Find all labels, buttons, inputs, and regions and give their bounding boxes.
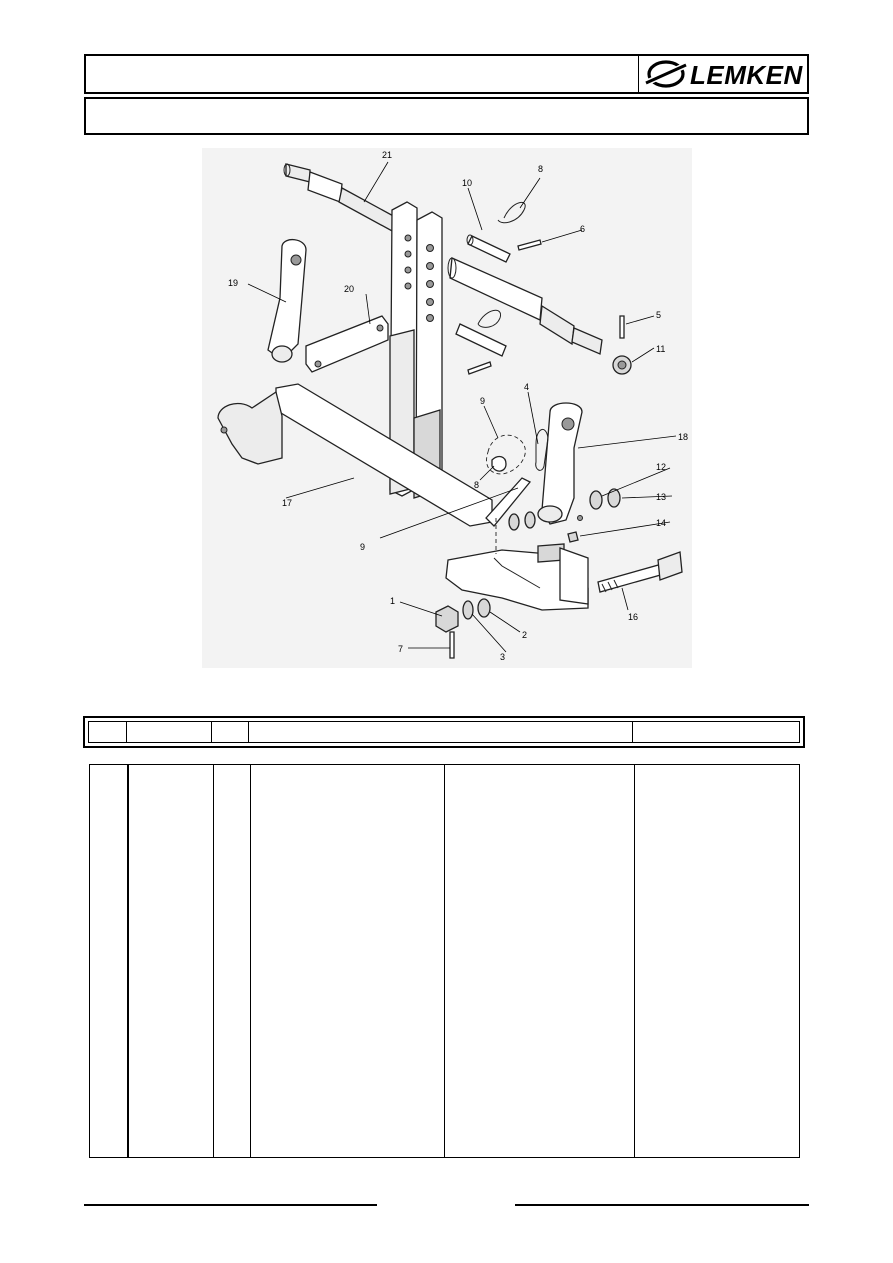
exploded-view-drawing: 21 10 8 6 5 11 20 19 9 4 18 12 13 14 17 …: [217, 150, 688, 662]
callout-14: 13: [656, 492, 666, 502]
part-13-washer: [589, 490, 603, 510]
lower-clip: [477, 309, 502, 328]
bushing-left: [508, 513, 520, 531]
part-4-hook: [535, 429, 549, 471]
callout-10: 9: [360, 542, 365, 552]
parts-table-header-inner: [88, 721, 800, 743]
body-col-divider-5: [634, 765, 635, 1157]
callout-13: 12: [656, 462, 666, 472]
upright-posts: [389, 201, 443, 499]
part-11-pin: [466, 234, 511, 263]
lemken-logo-icon: [645, 60, 687, 88]
part-8-linch-pin-top: [497, 202, 526, 224]
leader-lines: [247, 161, 677, 653]
callout-17: 17: [282, 498, 292, 508]
callout-21: 21: [382, 150, 392, 160]
callout-16: 16: [628, 612, 638, 622]
callout-9: 9: [480, 396, 485, 406]
parts-table-body: [89, 764, 800, 1158]
body-col-divider-3: [250, 765, 251, 1157]
part-19-arm: [267, 239, 307, 363]
callout-2: 2: [522, 630, 527, 640]
col-divider-4: [632, 722, 633, 742]
footer-line-right: [515, 1204, 809, 1206]
part-8-linch-pin-lower: [491, 455, 507, 472]
callout-8-lower: 8: [474, 480, 479, 490]
part-1-nut: [435, 605, 459, 633]
callout-numbers: 21 10 8 6 5 11 20 19 9 4 18 12 13 14 17 …: [228, 150, 688, 662]
header-divider: [638, 56, 639, 92]
body-col-divider-2: [213, 765, 214, 1157]
callout-18: 18: [678, 432, 688, 442]
part-3-washer: [462, 600, 474, 620]
crossbar-shaft: [447, 257, 603, 355]
callout-7: 7: [398, 644, 403, 654]
small-pin: [467, 361, 492, 375]
col-divider-3: [248, 722, 249, 742]
callout-5: 5: [656, 310, 661, 320]
callout-6: 6: [580, 224, 585, 234]
callout-12: 11: [656, 344, 665, 354]
bushing-right: [524, 511, 536, 529]
callout-8-top: 8: [538, 164, 543, 174]
callout-19: 19: [228, 278, 238, 288]
col-divider-2: [211, 722, 212, 742]
part-20-link: [305, 315, 389, 373]
lower-pin: [455, 323, 507, 357]
body-col-divider-4: [444, 765, 445, 1157]
part-7-split-pin: [449, 631, 455, 659]
callout-15: 14: [656, 518, 666, 528]
col-divider-1: [126, 722, 127, 742]
callout-4: 4: [524, 382, 529, 392]
brand-logo: LEMKEN: [640, 56, 807, 92]
callout-3: 3: [500, 652, 505, 662]
part-17-frame: [217, 383, 493, 527]
part-16-bolt: [597, 551, 683, 593]
callout-20: 20: [344, 284, 354, 294]
part-10-pin: [485, 477, 532, 527]
part-9-chain: [486, 434, 526, 475]
footer-line-left: [84, 1204, 377, 1206]
part-5-pin: [619, 315, 625, 339]
part-15-grease-nipple: [567, 531, 579, 543]
parts-diagram: 21 10 8 6 5 11 20 19 9 4 18 12 13 14 17 …: [202, 148, 692, 668]
brand-name: LEMKEN: [690, 60, 803, 90]
body-col-divider-1: [127, 765, 129, 1157]
part-21-shaft: [283, 163, 398, 233]
part-14-washer: [607, 488, 621, 508]
parts-table-header: [83, 716, 805, 748]
callout-1: 1: [390, 596, 395, 606]
callout-11: 10: [462, 178, 472, 188]
part-2-washer: [477, 598, 491, 618]
header-subtitle-box: [84, 97, 809, 135]
part-18-arm: [537, 402, 583, 525]
part-6-pin: [517, 239, 542, 251]
lower-right-frame: [445, 543, 589, 611]
header-title-box: LEMKEN: [84, 54, 809, 94]
